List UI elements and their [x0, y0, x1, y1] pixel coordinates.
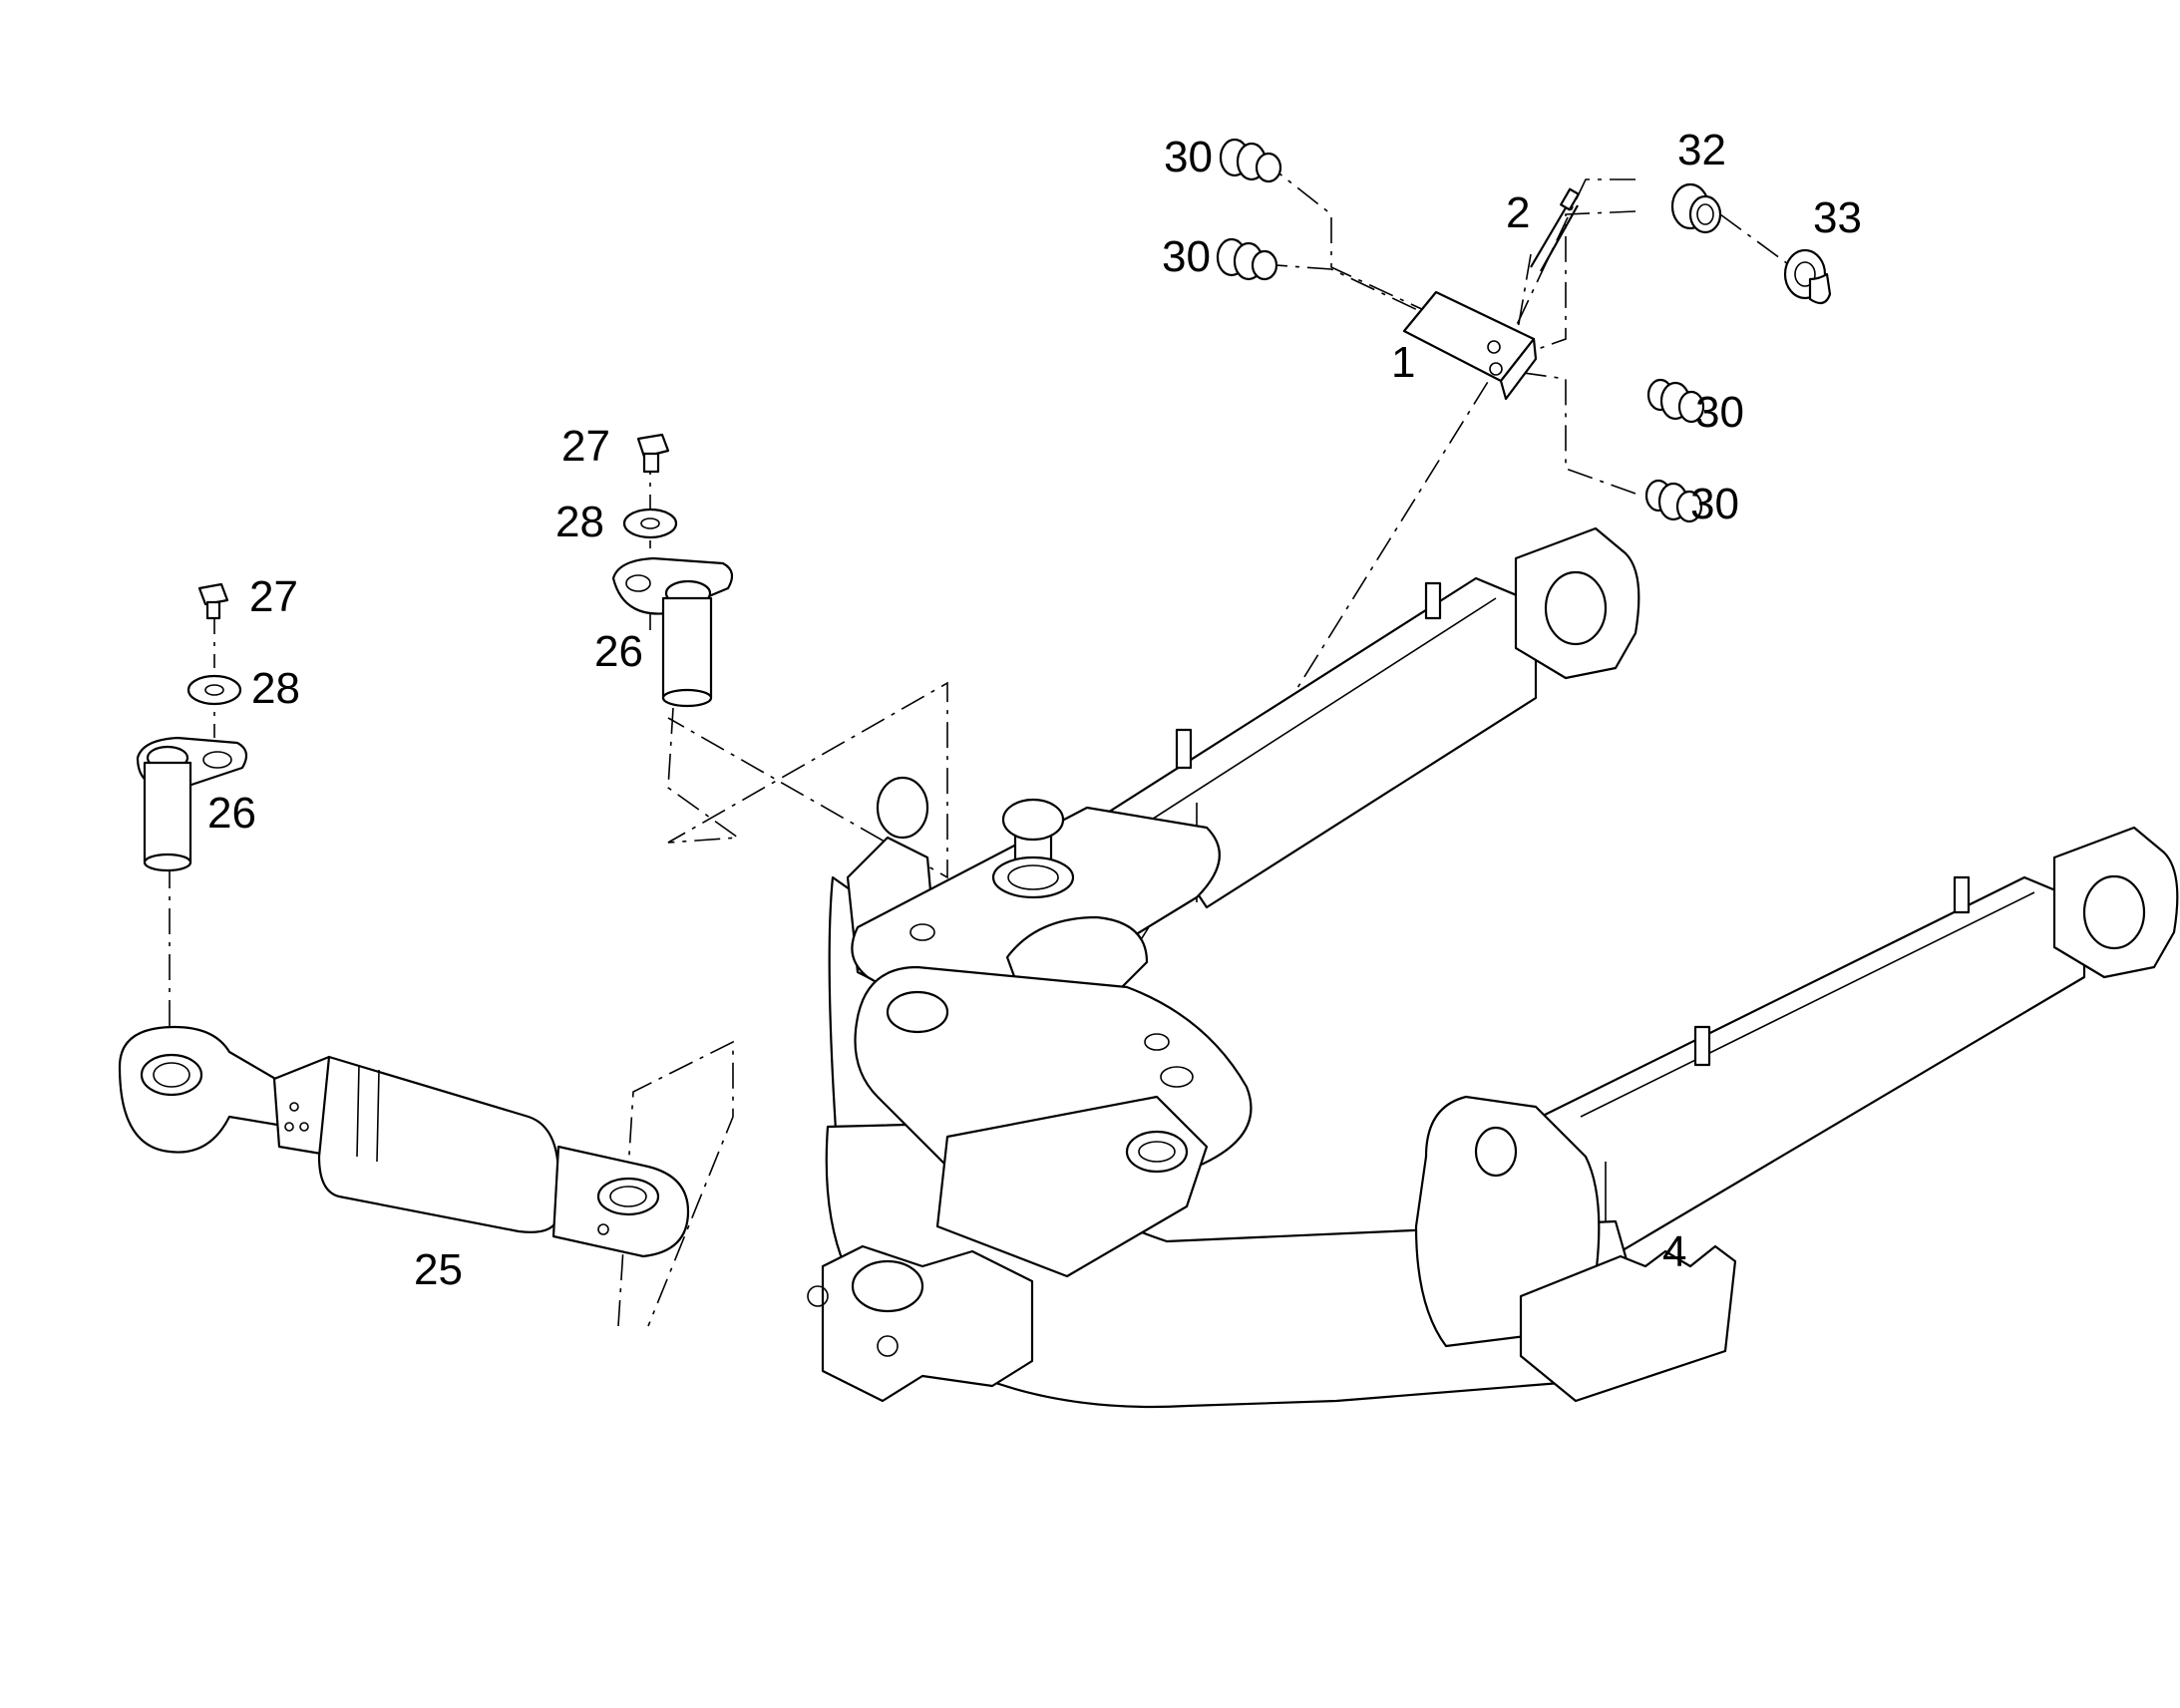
- callout-28-lower: 28: [251, 664, 300, 713]
- callout-30-b: 30: [1162, 232, 1211, 281]
- ball-coupling: [991, 798, 1075, 899]
- callout-27-lower: 27: [249, 572, 298, 621]
- fitting-30-b: [1216, 237, 1278, 281]
- swivel-plate-lower: [935, 1095, 1209, 1278]
- callout-33: 33: [1813, 193, 1862, 242]
- callout-30-d: 30: [1690, 480, 1739, 528]
- callout-26-upper: 26: [594, 627, 643, 676]
- bolt-27-lower: [197, 582, 229, 620]
- pin-26-lower: [136, 736, 248, 872]
- hydraulic-cylinder-part-25: [118, 1025, 690, 1258]
- callouts: 1 2 4 25 26 26 27 27 28 28 30 30 30 30 3…: [207, 126, 1862, 1294]
- callout-25: 25: [414, 1245, 463, 1294]
- bolt-27-upper: [636, 433, 670, 474]
- callout-28-upper: 28: [555, 498, 604, 546]
- fitting-30-d: [1644, 479, 1703, 523]
- fitting-30-c: [1646, 378, 1705, 424]
- fitting-30-a: [1219, 138, 1282, 183]
- callout-1: 1: [1391, 338, 1415, 387]
- washer-28-lower: [186, 674, 242, 706]
- callout-4: 4: [1662, 1227, 1686, 1276]
- fitting-32: [1670, 182, 1722, 234]
- step-plate: [1519, 1244, 1737, 1403]
- callout-30-a: 30: [1164, 133, 1213, 181]
- callout-32: 32: [1677, 126, 1726, 174]
- elbow-fitting-33: [1783, 248, 1832, 305]
- washer-28-upper: [622, 508, 678, 539]
- callout-30-c: 30: [1695, 388, 1744, 437]
- bolt-part-2: [1530, 187, 1580, 272]
- callout-26-lower: 26: [207, 789, 256, 838]
- callout-27-upper: 27: [561, 422, 610, 471]
- pin-26-upper: [611, 556, 734, 708]
- callout-2: 2: [1506, 188, 1530, 237]
- valve-block-part-1: [1402, 290, 1538, 401]
- lower-arm: [1539, 826, 2179, 1268]
